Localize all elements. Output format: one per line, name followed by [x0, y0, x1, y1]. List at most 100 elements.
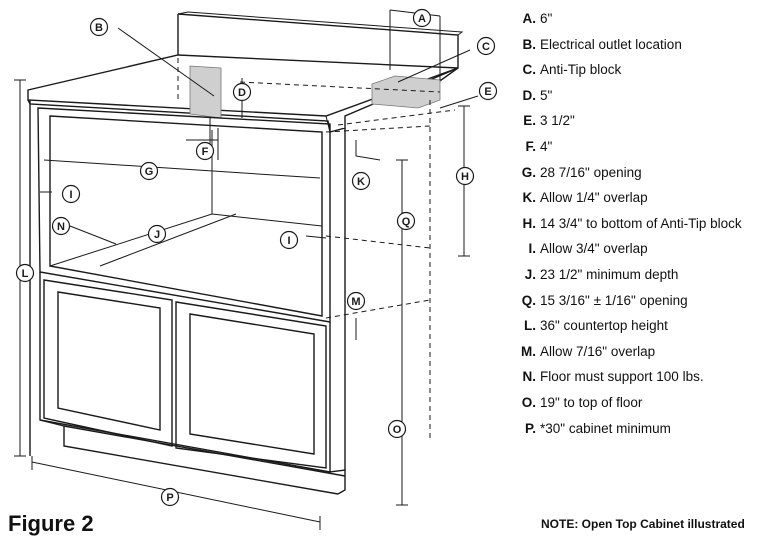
- legend-text: 6": [540, 11, 553, 26]
- right-door: [175, 301, 327, 469]
- legend-item-o: O.19" to top of floor: [512, 390, 780, 416]
- svg-text:C: C: [482, 41, 490, 53]
- svg-text:D: D: [238, 87, 246, 99]
- legend-key: H.: [522, 215, 537, 231]
- legend-item-e: E.3 1/2": [512, 108, 780, 134]
- callout-c: C: [476, 36, 496, 56]
- svg-text:K: K: [357, 176, 365, 188]
- legend-key: Q.: [521, 292, 536, 308]
- legend-key: N.: [522, 369, 537, 385]
- dimension-lines: [14, 9, 479, 530]
- legend-text: Anti-Tip block: [540, 62, 622, 78]
- backsplash: [177, 11, 464, 89]
- legend-item-g: G.28 7/16" opening: [512, 160, 780, 186]
- callout-n: N: [51, 216, 71, 236]
- legend-text: 4": [540, 138, 553, 154]
- legend-key: B.: [522, 36, 537, 52]
- svg-text:Q: Q: [402, 216, 411, 228]
- legend-key: G.: [521, 164, 536, 180]
- figure-title: Figure 2: [8, 511, 94, 536]
- legend-item-p: P.*30" cabinet minimum: [512, 416, 780, 442]
- callout-h: H: [455, 166, 475, 186]
- legend-key: D.: [522, 87, 537, 103]
- legend-text: Allow 1/4" overlap: [540, 190, 648, 206]
- legend-item-k: K.Allow 1/4" overlap: [512, 185, 780, 211]
- legend-key: A.: [522, 11, 537, 26]
- legend-text: Allow 3/4" overlap: [540, 241, 648, 257]
- legend-item-l: L.36" countertop height: [512, 313, 780, 339]
- callout-k: K: [351, 171, 371, 191]
- dimension-legend: A.6" B.Electrical outlet location C.Anti…: [512, 6, 780, 441]
- callout-l: L: [15, 263, 35, 283]
- legend-item-j: J.23 1/2" minimum depth: [512, 262, 780, 288]
- legend-key: P.: [524, 420, 536, 436]
- callout-j: J: [147, 224, 167, 244]
- legend-item-f: F.4": [512, 134, 780, 160]
- oven-opening: [37, 107, 331, 323]
- legend-item-d: D.5": [512, 83, 780, 109]
- callout-g: G: [139, 161, 159, 181]
- callout-d: D: [232, 82, 252, 102]
- svg-text:M: M: [351, 296, 360, 308]
- legend-key: I.: [528, 241, 536, 257]
- callout-q: Q: [396, 211, 416, 231]
- callout-a: A: [412, 8, 432, 28]
- legend-text: Allow 7/16" overlap: [540, 343, 656, 359]
- legend-item-q: Q.15 3/16" ± 1/16" opening: [512, 288, 780, 314]
- anti-tip-block: [371, 75, 441, 109]
- hidden-lines: [177, 58, 456, 440]
- legend-item-i: I.Allow 3/4" overlap: [512, 236, 780, 262]
- callout-i-left: I: [61, 184, 81, 204]
- legend-item-b: B.Electrical outlet location: [512, 32, 780, 58]
- legend-item-a: A.6": [512, 6, 780, 32]
- legend-key: L.: [524, 318, 536, 334]
- legend-text: 5": [540, 87, 553, 103]
- legend-text: 15 3/16" ± 1/16" opening: [540, 292, 688, 308]
- legend-item-n: N.Floor must support 100 lbs.: [512, 364, 780, 390]
- legend-text: 19" to top of floor: [540, 394, 643, 410]
- outlet-location: [189, 65, 222, 119]
- svg-text:P: P: [166, 492, 173, 504]
- callout-i-right: I: [279, 230, 299, 250]
- callout-f: F: [195, 141, 215, 161]
- legend-text: 28 7/16" opening: [540, 164, 642, 180]
- note-text: NOTE: Open Top Cabinet illustrated: [541, 517, 745, 531]
- legend-key: O.: [521, 394, 536, 410]
- legend-text: Electrical outlet location: [540, 36, 682, 52]
- svg-text:N: N: [57, 221, 65, 233]
- legend-text: Floor must support 100 lbs.: [540, 369, 704, 385]
- callout-e: E: [478, 81, 498, 101]
- callout-b: B: [89, 17, 109, 37]
- legend-key: J.: [524, 266, 536, 282]
- legend-item-m: M.Allow 7/16" overlap: [512, 339, 780, 365]
- legend-key: K.: [522, 190, 537, 206]
- legend-text: 3 1/2": [540, 113, 575, 129]
- legend-key: C.: [522, 62, 537, 78]
- legend-text: 36" countertop height: [540, 318, 668, 334]
- legend-item-h: H.14 3/4" to bottom of Anti-Tip block: [512, 211, 780, 237]
- svg-text:B: B: [95, 22, 103, 34]
- callout-m: M: [346, 291, 366, 311]
- svg-text:L: L: [22, 268, 29, 280]
- callout-p: P: [160, 487, 180, 507]
- svg-text:E: E: [484, 86, 491, 98]
- svg-text:I: I: [69, 189, 72, 201]
- legend-text: 14 3/4" to bottom of Anti-Tip block: [540, 215, 742, 231]
- svg-text:O: O: [393, 424, 402, 436]
- left-door: [43, 279, 173, 447]
- cabinet-diagram: A B C D E F G H I I J K L M N O P Q: [14, 8, 498, 530]
- legend-text: 23 1/2" minimum depth: [540, 266, 679, 282]
- legend-item-c: C.Anti-Tip block: [512, 57, 780, 83]
- svg-text:H: H: [461, 171, 469, 183]
- legend-text: *30" cabinet minimum: [540, 420, 671, 436]
- legend-key: M.: [521, 343, 536, 359]
- svg-text:I: I: [287, 235, 290, 247]
- legend-key: E.: [523, 113, 536, 129]
- svg-text:J: J: [154, 229, 160, 241]
- svg-text:A: A: [418, 13, 426, 25]
- callout-o: O: [387, 419, 407, 439]
- cabinet-base: [29, 100, 346, 495]
- svg-text:G: G: [145, 166, 154, 178]
- legend-key: F.: [525, 138, 536, 154]
